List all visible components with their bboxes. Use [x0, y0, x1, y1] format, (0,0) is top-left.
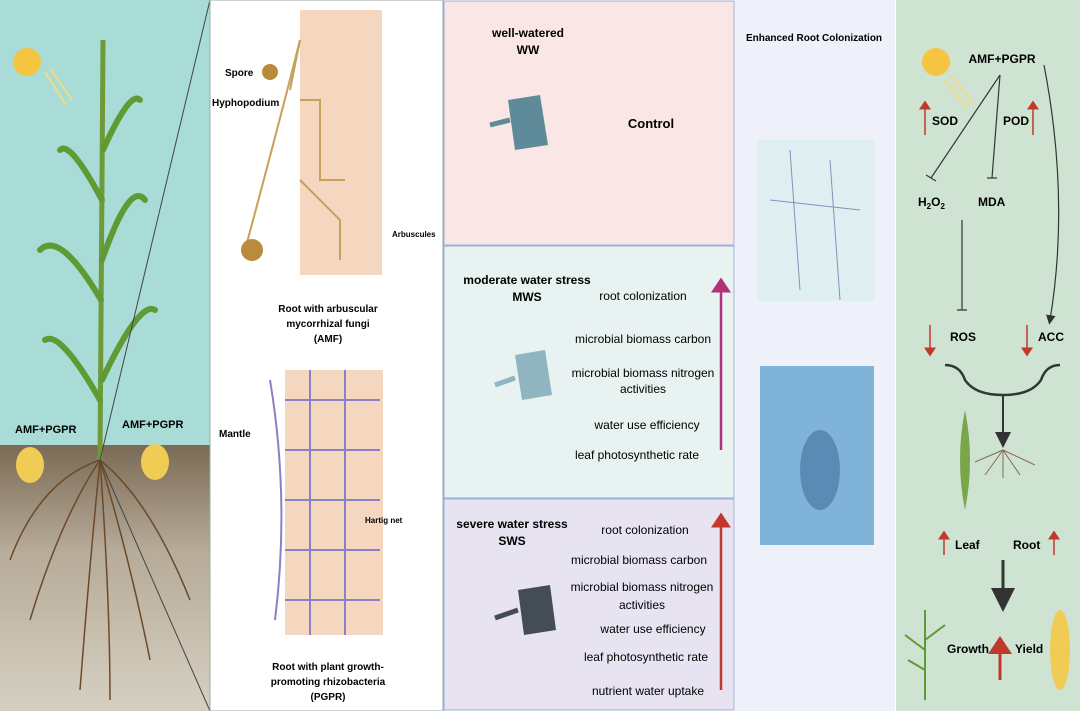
plant-panel: AMF+PGPR AMF+PGPR	[0, 0, 211, 711]
ww-abbr: WW	[517, 43, 540, 57]
label-mantle: Mantle	[219, 429, 251, 440]
label-hyphopodium: Hyphopodium	[212, 98, 279, 109]
colonization-title: Enhanced Root Colonization	[746, 33, 882, 44]
watering-can-icon	[494, 350, 552, 400]
label-amf-pgpr: AMF+PGPR	[968, 52, 1035, 66]
amf-caption-line: Root with arbuscular	[278, 304, 378, 315]
sws-item: leaf photosynthetic rate	[584, 650, 708, 664]
sws-item: microbial biomass nitrogen	[571, 580, 714, 594]
colonization-panel: Enhanced Root Colonization	[735, 0, 895, 711]
label-mda: MDA	[978, 195, 1006, 209]
ww-box: well-watered WW Control	[443, 0, 735, 246]
sws-box: severe water stress SWS root colonizatio…	[443, 498, 735, 711]
maize-leaves	[37, 95, 158, 403]
mws-item: root colonization	[599, 289, 686, 303]
sws-title: severe water stress	[456, 517, 568, 531]
label-amf-pgpr-right: AMF+PGPR	[122, 419, 183, 431]
amf-caption-line: mycorrhizal fungi	[286, 319, 370, 330]
pgpr-caption-line: promoting rhizobacteria	[271, 677, 386, 688]
amf-pgpr-icon	[16, 447, 44, 483]
root-icon	[974, 449, 1036, 478]
label-root: Root	[1013, 538, 1040, 552]
label-pod: POD	[1003, 114, 1029, 128]
sws-item: microbial biomass carbon	[571, 553, 707, 567]
pgpr-root-tissue	[285, 370, 383, 635]
micrograph-1	[758, 140, 874, 301]
mws-item: water use efficiency	[593, 418, 699, 432]
watering-can-icon	[489, 95, 548, 150]
sun-icon	[13, 48, 41, 76]
label-spore: Spore	[225, 68, 254, 79]
pgpr-caption-line: Root with plant growth-	[272, 662, 384, 673]
label-arbuscules: Arbuscules	[392, 230, 436, 239]
label-amf-pgpr-left: AMF+PGPR	[15, 424, 76, 436]
label-yield: Yield	[1015, 642, 1043, 656]
mws-item: microbial biomass nitrogen	[572, 366, 715, 380]
mechanism-panel: AMF+PGPR SOD POD H2O2 MDA ROS ACC Leaf R…	[896, 0, 1080, 711]
sws-item: nutrient water uptake	[592, 684, 704, 698]
roots	[9, 459, 191, 701]
ww-result: Control	[628, 116, 674, 131]
sws-item: root colonization	[601, 523, 688, 537]
mws-item: microbial biomass carbon	[575, 332, 711, 346]
root-panel: Spore Hyphopodium Arbuscules Root with a…	[209, 0, 444, 711]
label-sod: SOD	[932, 114, 958, 128]
watering-can-icon	[494, 585, 556, 635]
sws-item: water use efficiency	[599, 622, 705, 636]
sws-item: activities	[619, 598, 665, 612]
label-ros: ROS	[950, 330, 976, 344]
label-hartig-net: Hartig net	[365, 516, 403, 525]
maize-stem	[97, 39, 106, 461]
sun-icon	[922, 48, 950, 76]
sws-abbr: SWS	[498, 534, 525, 548]
label-growth: Growth	[947, 642, 989, 656]
amf-pgpr-icon	[141, 444, 169, 480]
label-leaf: Leaf	[955, 538, 981, 552]
mws-abbr: MWS	[512, 290, 541, 304]
label-acc: ACC	[1038, 330, 1064, 344]
mws-item: leaf photosynthetic rate	[575, 448, 699, 462]
maize-plant-icon	[904, 610, 946, 700]
mws-box: moderate water stress MWS root colonizat…	[443, 245, 735, 499]
maize-cob-icon	[1050, 610, 1070, 690]
mws-item: activities	[620, 382, 666, 396]
ww-title: well-watered	[491, 26, 564, 40]
pgpr-caption-line: (PGPR)	[311, 692, 346, 703]
leaf-icon	[960, 410, 970, 510]
amf-caption-line: (AMF)	[314, 334, 342, 345]
mws-title: moderate water stress	[463, 273, 591, 287]
label-h2o2: H2O2	[918, 195, 945, 211]
